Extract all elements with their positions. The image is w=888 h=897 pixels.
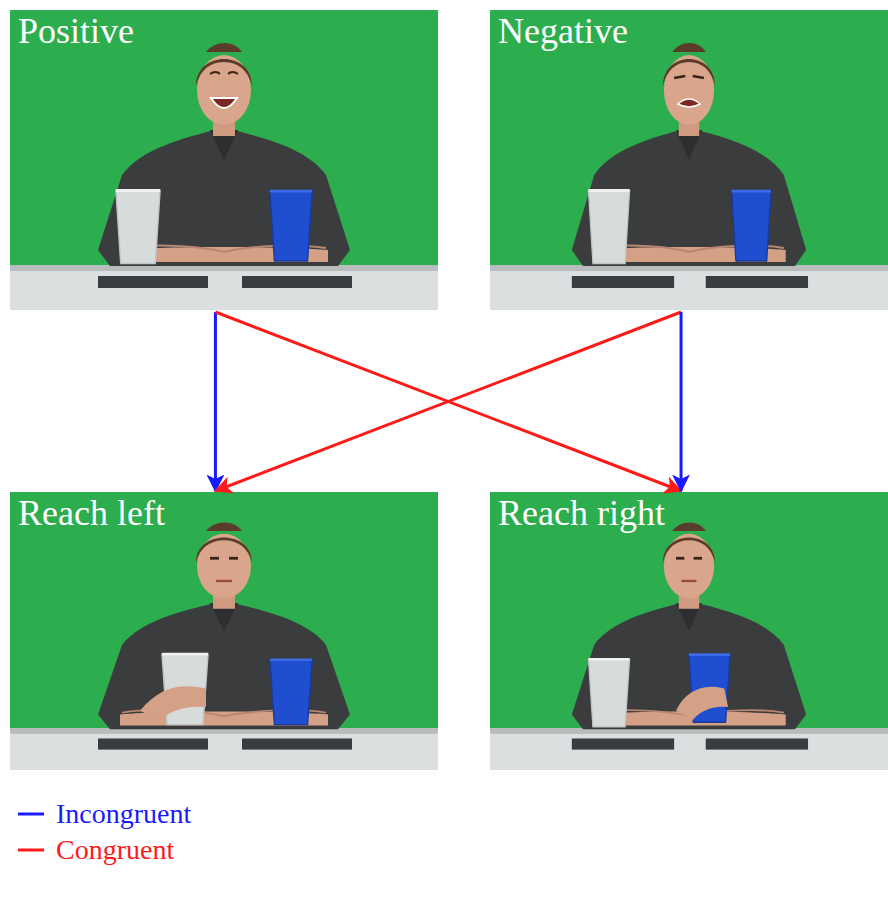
connector-arrow [215, 312, 681, 491]
panel-label: Reach left [10, 492, 165, 534]
panel-label: Positive [10, 10, 134, 52]
legend-line-sample [16, 845, 46, 855]
video-frame [490, 10, 888, 310]
connector-arrow [214, 312, 217, 491]
connector-arrow [680, 312, 683, 491]
legend-entry: Incongruent [16, 796, 191, 832]
legend-text: Congruent [56, 835, 174, 866]
legend: IncongruentCongruent [16, 796, 191, 868]
panel-label: Reach right [490, 492, 665, 534]
video-frame [10, 492, 438, 770]
legend-text: Incongruent [56, 799, 191, 830]
video-panel: Reach left [10, 492, 438, 770]
video-panel: Positive [10, 10, 438, 310]
legend-entry: Congruent [16, 832, 191, 868]
video-frame [10, 10, 438, 310]
video-panel: Reach right [490, 492, 888, 770]
legend-line-sample [16, 809, 46, 819]
panel-label: Negative [490, 10, 628, 52]
video-frame [490, 492, 888, 770]
video-panel: Negative [490, 10, 888, 310]
connector-arrow [215, 312, 681, 491]
